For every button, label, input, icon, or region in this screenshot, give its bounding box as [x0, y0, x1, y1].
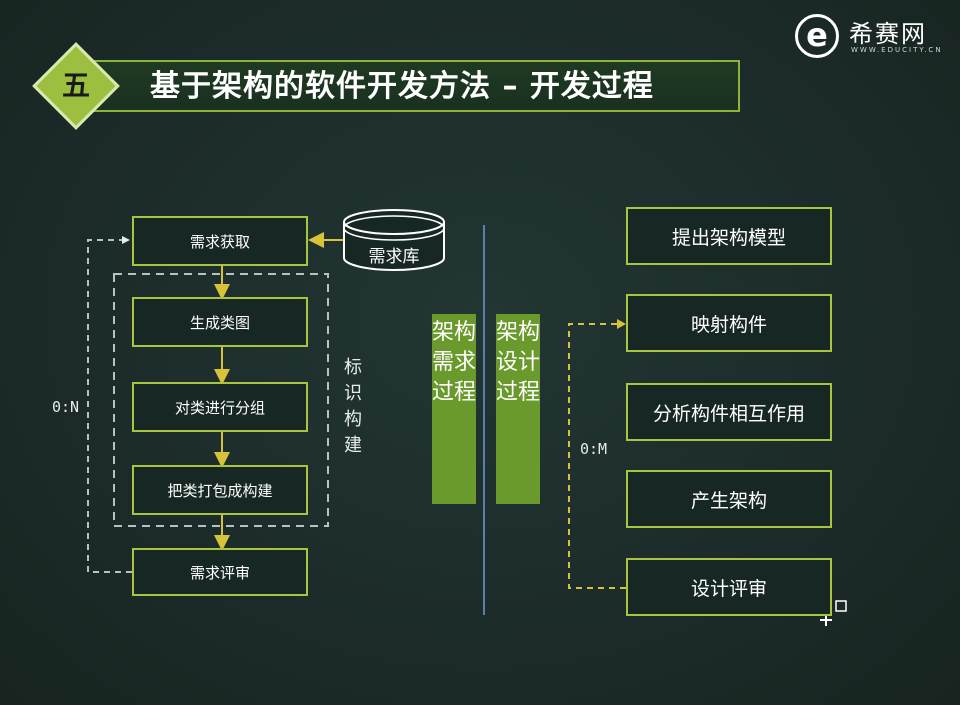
step-group-classes: 对类进行分组 [132, 382, 308, 432]
database-cylinder [343, 209, 445, 271]
logo-url: WWW.EDUCITY.CN [851, 46, 943, 54]
section-badge-label: 五 [61, 69, 90, 102]
step-package-components: 把类打包成构建 [132, 465, 308, 515]
loop-label-left: 0:N [52, 398, 80, 416]
architecture-requirements-process: 架构需求过程 [432, 314, 476, 504]
step-produce-architecture: 产生架构 [626, 470, 832, 528]
group-dashed-box [113, 273, 329, 527]
step-generate-class-diagram: 生成类图 [132, 297, 308, 347]
cursor-icon [820, 600, 847, 626]
database-label: 需求库 [368, 247, 420, 267]
loop-label-right: 0:M [580, 440, 608, 458]
step-requirements-acquisition: 需求获取 [132, 216, 308, 266]
brand-logo: e 希赛网 WWW.EDUCITY.CN [795, 12, 945, 62]
logo-e-icon: e [795, 14, 839, 58]
loop-left [87, 239, 132, 573]
loop-right [568, 323, 626, 589]
step-requirements-review: 需求评审 [132, 548, 308, 596]
logo-name: 希赛网 [849, 20, 927, 48]
step-analyze-component-interaction: 分析构件相互作用 [626, 383, 832, 441]
group-label: 标识构建 [344, 357, 362, 456]
title-bar [88, 60, 740, 112]
step-design-review: 设计评审 [626, 558, 832, 616]
slide-title: 基于架构的软件开发方法 – 开发过程 [150, 69, 654, 104]
step-propose-architecture-model: 提出架构模型 [626, 207, 832, 265]
step-map-components: 映射构件 [626, 294, 832, 352]
architecture-design-process: 架构设计过程 [496, 314, 540, 504]
